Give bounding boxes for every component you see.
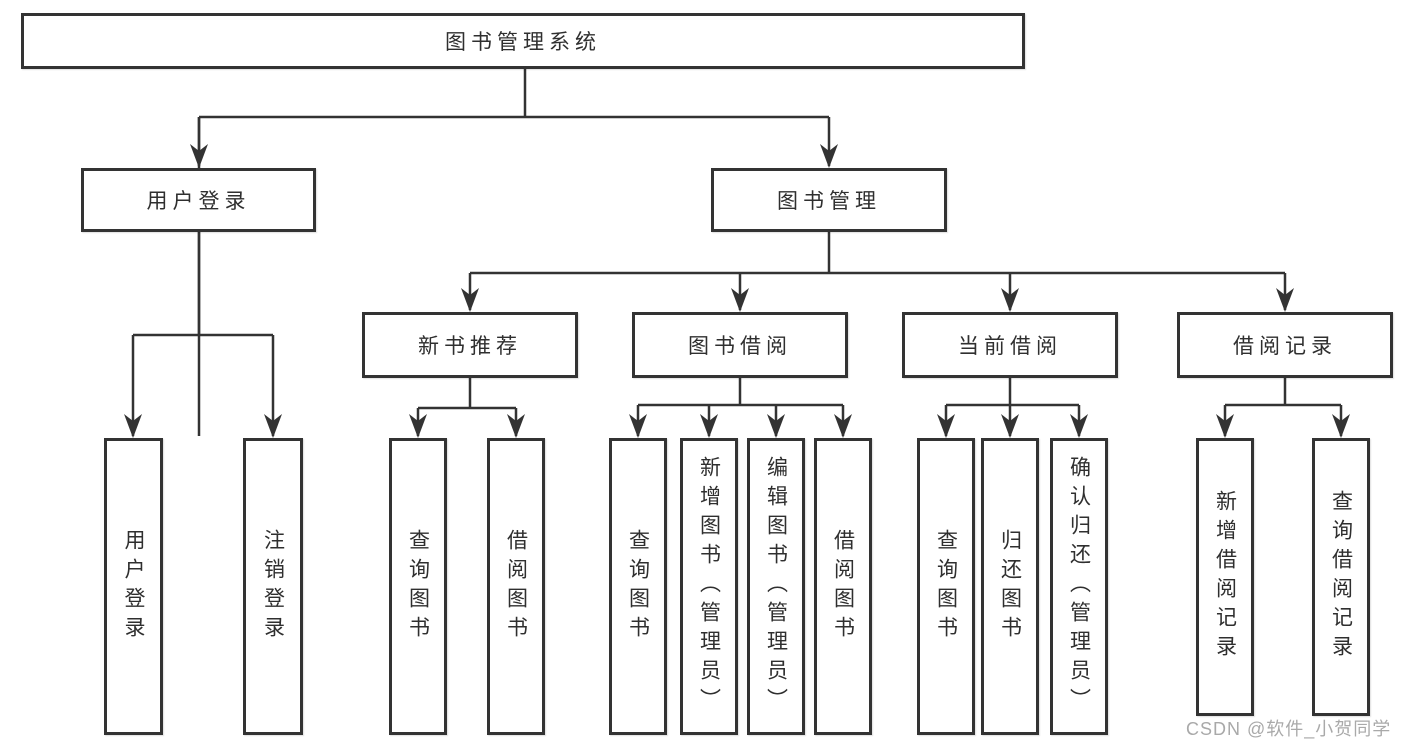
leaf-logout-label: 注销登录 [261, 528, 285, 645]
node-current-borrow-label: 当前借阅 [958, 335, 1062, 358]
leaf-add-borrow-record: 新增借阅记录 [1196, 438, 1254, 716]
node-new-book-rec: 新书推荐 [362, 312, 578, 378]
node-book-borrow-label: 图书借阅 [688, 335, 792, 358]
arrowhead [937, 414, 955, 438]
watermark: CSDN @软件_小贺同学 [1186, 719, 1392, 739]
arrowhead [700, 414, 718, 438]
leaf-query-books-1-label: 查询图书 [406, 528, 430, 645]
arrowhead [820, 144, 838, 168]
leaf-logout: 注销登录 [243, 438, 303, 735]
node-book-borrow: 图书借阅 [632, 312, 848, 378]
node-borrow-records: 借阅记录 [1177, 312, 1393, 378]
leaf-confirm-return-admin-label: 确认归还（管理员） [1067, 456, 1091, 717]
leaf-query-books-1: 查询图书 [389, 438, 447, 735]
arrowhead [1070, 414, 1088, 438]
arrowhead [834, 414, 852, 438]
node-user-login: 用户登录 [81, 168, 316, 232]
leaf-query-books-3: 查询图书 [917, 438, 975, 735]
node-new-book-rec-label: 新书推荐 [418, 335, 522, 358]
leaf-query-borrow-record: 查询借阅记录 [1312, 438, 1370, 716]
leaf-edit-book-admin: 编辑图书（管理员） [747, 438, 805, 735]
arrowhead [124, 414, 142, 438]
arrowhead [461, 288, 479, 312]
connector-book-mgmt-children [468, 232, 1287, 310]
leaf-return-book: 归还图书 [981, 438, 1039, 735]
node-book-mgmt-label: 图书管理 [777, 190, 881, 213]
leaf-edit-book-admin-label: 编辑图书（管理员） [764, 456, 788, 717]
arrowhead [1332, 414, 1350, 438]
leaf-return-book-label: 归还图书 [998, 528, 1022, 645]
arrowhead [1001, 414, 1019, 438]
arrowhead [1216, 414, 1234, 438]
node-root: 图书管理系统 [21, 13, 1025, 69]
arrowhead [190, 144, 208, 168]
connector-user-login-children [131, 232, 275, 436]
connector-new-book-children [416, 378, 518, 436]
node-borrow-records-label: 借阅记录 [1233, 335, 1337, 358]
leaf-add-borrow-record-label: 新增借阅记录 [1213, 490, 1237, 664]
leaf-borrow-books-1: 借阅图书 [487, 438, 545, 735]
arrowhead [767, 414, 785, 438]
connector-root-to-level2 [197, 69, 831, 436]
leaf-add-book-admin-label: 新增图书（管理员） [697, 456, 721, 717]
leaf-query-books-3-label: 查询图书 [934, 528, 958, 645]
leaf-borrow-books-2-label: 借阅图书 [831, 528, 855, 645]
leaf-borrow-books-1-label: 借阅图书 [504, 528, 528, 645]
leaf-add-book-admin: 新增图书（管理员） [680, 438, 738, 735]
arrowhead [1001, 288, 1019, 312]
node-user-login-label: 用户登录 [146, 190, 251, 213]
leaf-query-books-2-label: 查询图书 [626, 528, 650, 645]
connector-current-children [944, 378, 1081, 436]
arrowhead [409, 414, 427, 438]
connector-borrow-children [636, 378, 845, 436]
arrowhead [731, 288, 749, 312]
leaf-query-books-2: 查询图书 [609, 438, 667, 735]
arrowhead [264, 414, 282, 438]
leaf-query-borrow-record-label: 查询借阅记录 [1329, 490, 1353, 664]
arrowhead [629, 414, 647, 438]
node-root-label: 图书管理系统 [445, 31, 601, 54]
leaf-borrow-books-2: 借阅图书 [814, 438, 872, 735]
connector-records-children [1223, 378, 1343, 436]
leaf-confirm-return-admin: 确认归还（管理员） [1050, 438, 1108, 735]
node-current-borrow: 当前借阅 [902, 312, 1118, 378]
arrowhead [1276, 288, 1294, 312]
leaf-user-login: 用户登录 [104, 438, 163, 735]
node-book-mgmt: 图书管理 [711, 168, 947, 232]
leaf-user-login-label: 用户登录 [122, 528, 145, 645]
arrowhead [507, 414, 525, 438]
